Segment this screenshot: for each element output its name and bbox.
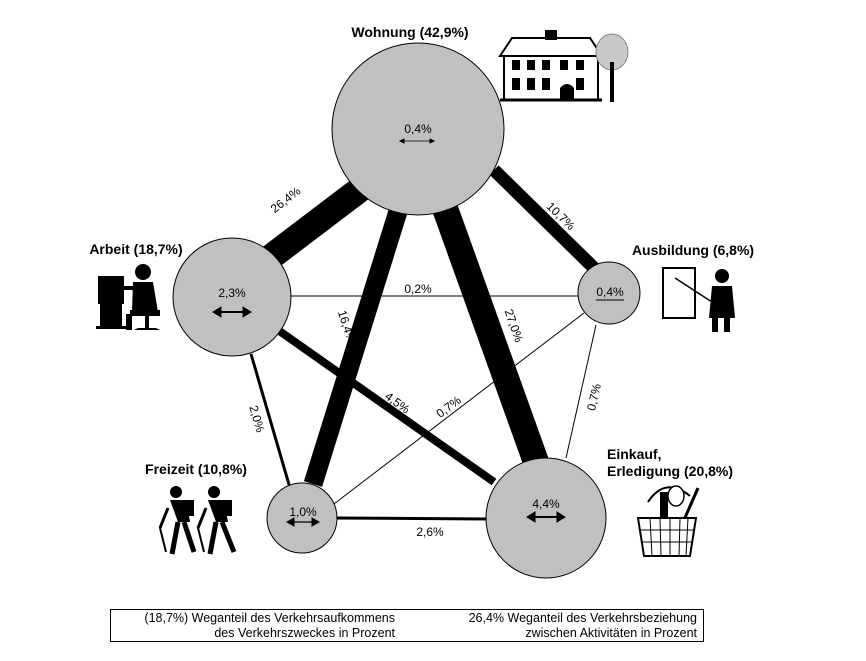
label-freizeit-einkauf: 2,6% <box>416 525 444 539</box>
einkauf-inner-label: 4,4% <box>532 497 560 511</box>
legend-flow-explanation: 26,4% Weganteil des Verkehrsbeziehung zw… <box>431 611 697 641</box>
double-arrow-icon <box>398 138 436 144</box>
flow-freizeit-einkauf <box>335 516 489 521</box>
node-arbeit <box>172 237 292 357</box>
legend: (18,7%) Weganteil des Verkehrsaufkommens… <box>110 609 704 642</box>
legend-right-line1: 26,4% Weganteil des Verkehrsbeziehung <box>468 611 697 625</box>
flow-wohnung-einkauf <box>429 195 549 467</box>
arbeit-inner-label: 2,3% <box>218 286 246 300</box>
legend-right-line2: zwischen Aktivitäten in Prozent <box>525 626 697 640</box>
title-einkauf-line1: Einkauf, <box>607 446 661 462</box>
label-ausbildung-einkauf: 0,7% <box>584 382 604 412</box>
freizeit-inner-label: 1,0% <box>289 505 317 519</box>
flow-wohnung-ausbildung <box>489 165 601 275</box>
nodes <box>172 42 641 579</box>
shopping-basket-icon <box>636 485 700 557</box>
ausbildung-inner-label: 0,4% <box>596 285 624 299</box>
flow-ausbildung-freizeit <box>329 312 585 508</box>
node-titles: Wohnung (42,9%) Arbeit (18,7%) Ausbildun… <box>89 24 754 479</box>
legend-left-line2: des Verkehrszweckes in Prozent <box>214 626 395 640</box>
title-wohnung: Wohnung (42,9%) <box>351 24 468 40</box>
flow-ausbildung-einkauf <box>565 324 597 459</box>
double-arrow-icon <box>526 511 566 523</box>
legend-left-line1: (18,7%) Weganteil des Verkehrsaufkommens <box>144 611 395 625</box>
hikers-icon <box>158 486 237 555</box>
wohnung-inner-label: 0,4% <box>404 122 432 136</box>
node-freizeit <box>266 482 338 554</box>
label-wohnung-freizeit: 16,4% <box>335 308 359 345</box>
office-worker-icon <box>96 264 160 330</box>
flow-arbeit-freizeit <box>249 353 292 489</box>
house-icon <box>498 30 629 102</box>
label-arbeit-ausbildung: 0,2% <box>404 282 432 296</box>
label-arbeit-freizeit: 2,0% <box>246 404 267 434</box>
flow-arbeit-einkauf <box>275 326 497 486</box>
title-freizeit: Freizeit (10,8%) <box>145 461 247 477</box>
label-wohnung-arbeit: 26,4% <box>268 184 304 216</box>
flow-wohnung-freizeit <box>303 202 410 487</box>
title-ausbildung: Ausbildung (6,8%) <box>632 242 754 258</box>
title-einkauf-line2: Erledigung (20,8%) <box>607 463 733 479</box>
title-arbeit: Arbeit (18,7%) <box>89 241 182 257</box>
flow-lines <box>249 165 601 521</box>
double-arrow-icon <box>285 517 321 527</box>
node-ausbildung <box>577 261 641 325</box>
node-wohnung <box>331 42 505 216</box>
inner-labels: 0,4% 2,3% 0,4% 1,0% 4,4% <box>212 122 624 527</box>
double-arrow-icon <box>212 306 252 318</box>
flow-wohnung-arbeit <box>251 173 375 277</box>
legend-node-explanation: (18,7%) Weganteil des Verkehrsaufkommens… <box>117 611 395 641</box>
teacher-icon <box>662 267 735 332</box>
